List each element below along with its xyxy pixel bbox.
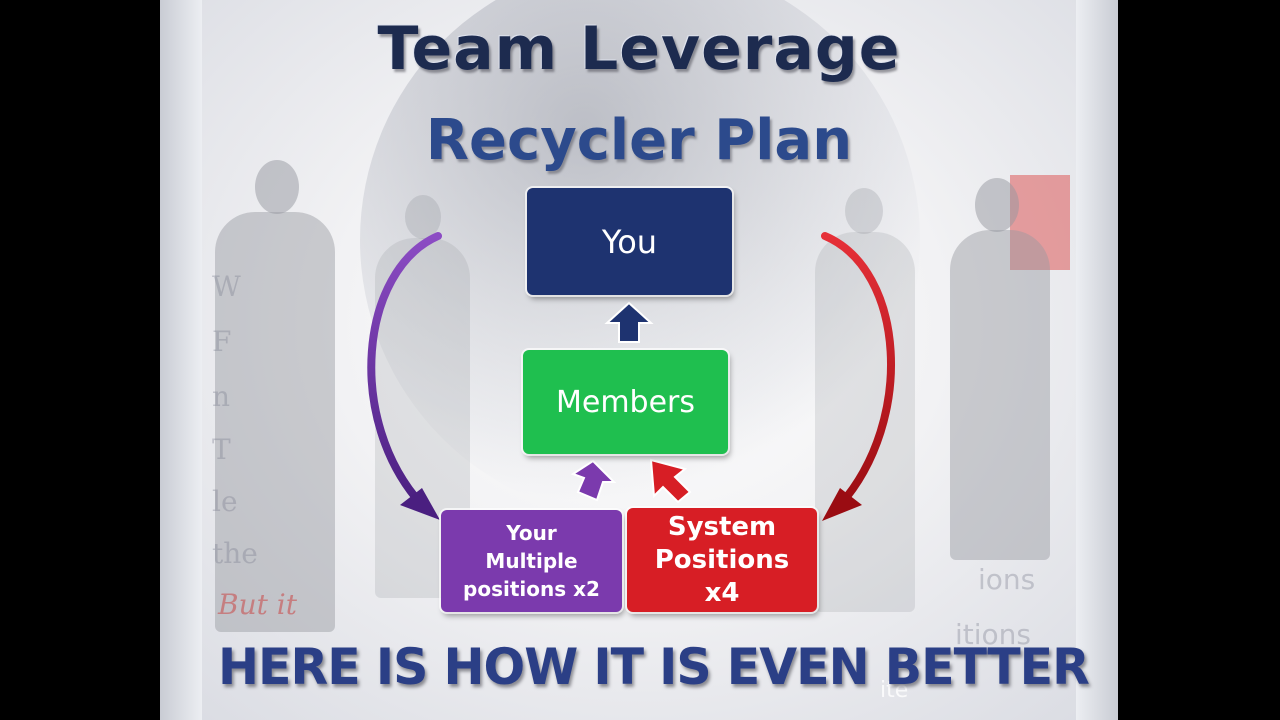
- your-positions-line-3: positions x2: [463, 577, 600, 601]
- ghost-text-left-5: le: [212, 485, 238, 518]
- silhouette-person-left: [215, 212, 335, 632]
- ghost-text-left-4: T: [212, 433, 231, 466]
- your-positions-box: Your Multiple positions x2: [441, 510, 622, 612]
- ghost-text-left-2: F: [212, 325, 232, 358]
- ghost-text-right-2: itions: [955, 618, 1032, 651]
- slide: W F n T le the But it ions itions ite Te…: [160, 0, 1118, 720]
- your-positions-line-1: Your: [506, 521, 557, 545]
- ghost-text-right-1: ions: [978, 563, 1036, 596]
- silhouette-head-left: [255, 160, 299, 214]
- you-label: You: [601, 222, 658, 261]
- your-positions-line-2: Multiple: [485, 549, 578, 573]
- ghost-text-left-7: But it: [218, 588, 297, 621]
- bottom-banner: HERE IS HOW IT IS EVEN BETTER: [218, 638, 1090, 696]
- system-positions-line-1: System: [667, 511, 777, 542]
- system-positions-box: System Positions x4: [627, 508, 817, 612]
- slide-title: Team Leverage: [377, 14, 901, 84]
- members-box: Members: [523, 350, 728, 454]
- right-curved-arrowhead: [822, 488, 862, 521]
- silhouette-head-right: [975, 178, 1019, 232]
- system-positions-line-2: Positions: [654, 544, 790, 575]
- members-label: Members: [555, 384, 696, 420]
- silhouette-person-mid-right: [815, 232, 915, 612]
- left-curved-arrow: [367, 232, 442, 509]
- silhouette-head-mid-left: [405, 195, 441, 239]
- silhouette-head-mid-right: [845, 188, 883, 234]
- ghost-text-left-1: W: [212, 270, 241, 303]
- right-curved-arrow: [821, 232, 895, 509]
- purple-up-arrow: [570, 459, 617, 502]
- diagram-arrows: [367, 232, 895, 521]
- system-positions-line-3: x4: [704, 577, 740, 608]
- ghost-text-left-3: n: [212, 380, 231, 413]
- up-arrow: [604, 301, 654, 343]
- left-border-band: [160, 0, 202, 720]
- silhouette-person-right: [950, 230, 1050, 560]
- ghost-text-left-6: the: [212, 537, 258, 570]
- left-curved-arrowhead: [400, 488, 440, 520]
- right-border-band: [1076, 0, 1118, 720]
- background-red-panel: [1010, 175, 1070, 270]
- ghost-text-right-3: ite: [880, 678, 909, 703]
- red-up-arrow: [649, 458, 692, 504]
- you-box: You: [527, 188, 732, 295]
- slide-subtitle: Recycler Plan: [425, 108, 853, 173]
